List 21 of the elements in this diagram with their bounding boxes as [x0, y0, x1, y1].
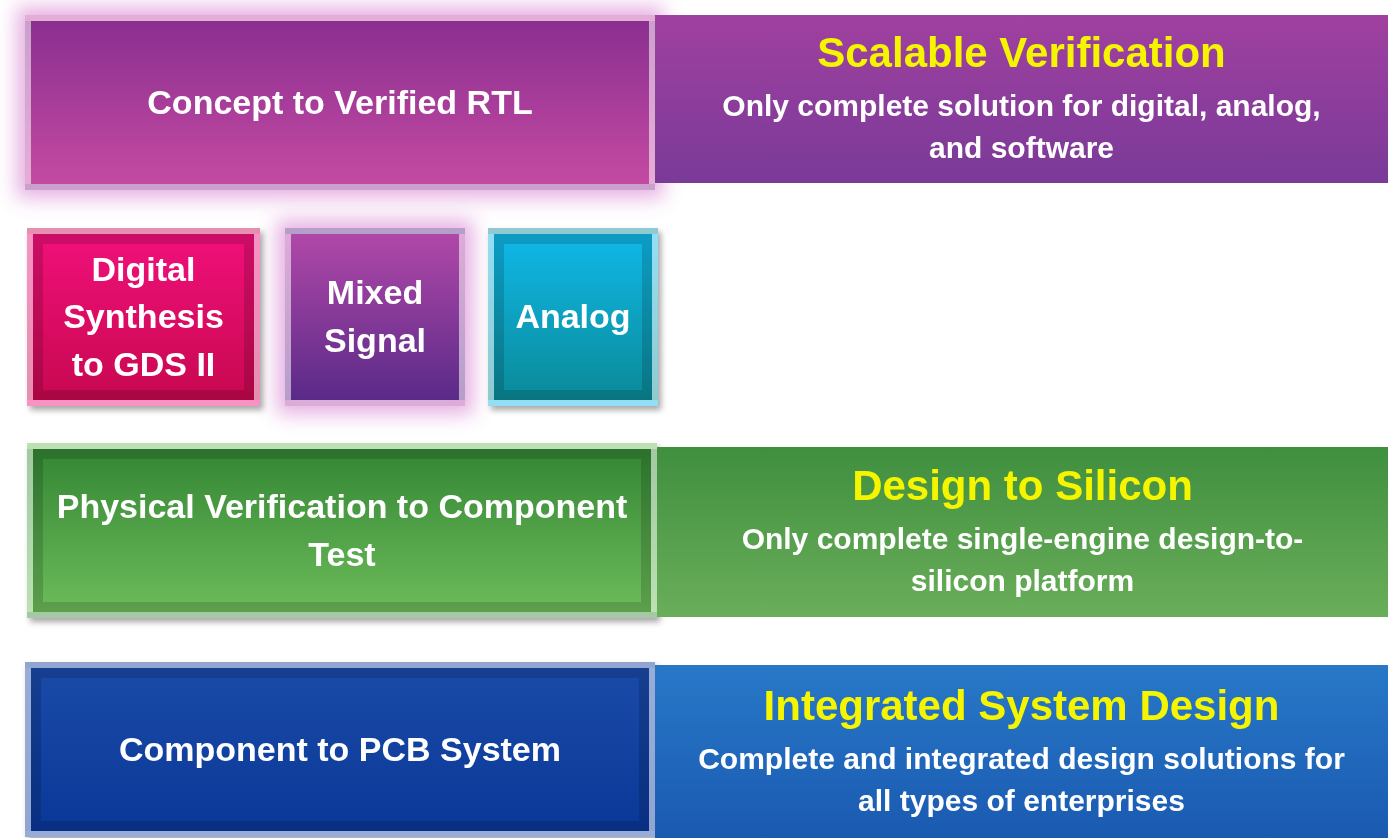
band-description: Only complete single-engine design-to-silicon platform	[740, 521, 1305, 599]
stage-label: Analog	[514, 296, 632, 338]
stage-label: Physical Verification to Component Test	[55, 485, 629, 575]
stage-label: Concept to Verified RTL	[146, 81, 534, 123]
stage-label: Digital Synthesis to GDS II	[62, 248, 225, 385]
feature-band	[655, 15, 1388, 183]
band-heading: Integrated System Design	[763, 681, 1280, 730]
feature-band	[655, 665, 1388, 838]
stage-box	[285, 228, 465, 406]
band-description: Only complete solution for digital, analog, and software	[721, 88, 1322, 166]
stage-box	[25, 662, 655, 837]
stage-label: Component to PCB System	[117, 728, 562, 770]
stage-box	[488, 228, 658, 406]
stage-box	[25, 15, 655, 190]
feature-band	[657, 447, 1388, 617]
stage-label: Mixed Signal	[323, 272, 427, 361]
stage-box	[27, 443, 657, 618]
band-heading: Design to Silicon	[852, 462, 1193, 510]
stage-box	[27, 228, 260, 406]
band-heading: Scalable Verification	[817, 29, 1226, 77]
band-description: Complete and integrated design solutions for all types of enterprises	[697, 740, 1346, 819]
